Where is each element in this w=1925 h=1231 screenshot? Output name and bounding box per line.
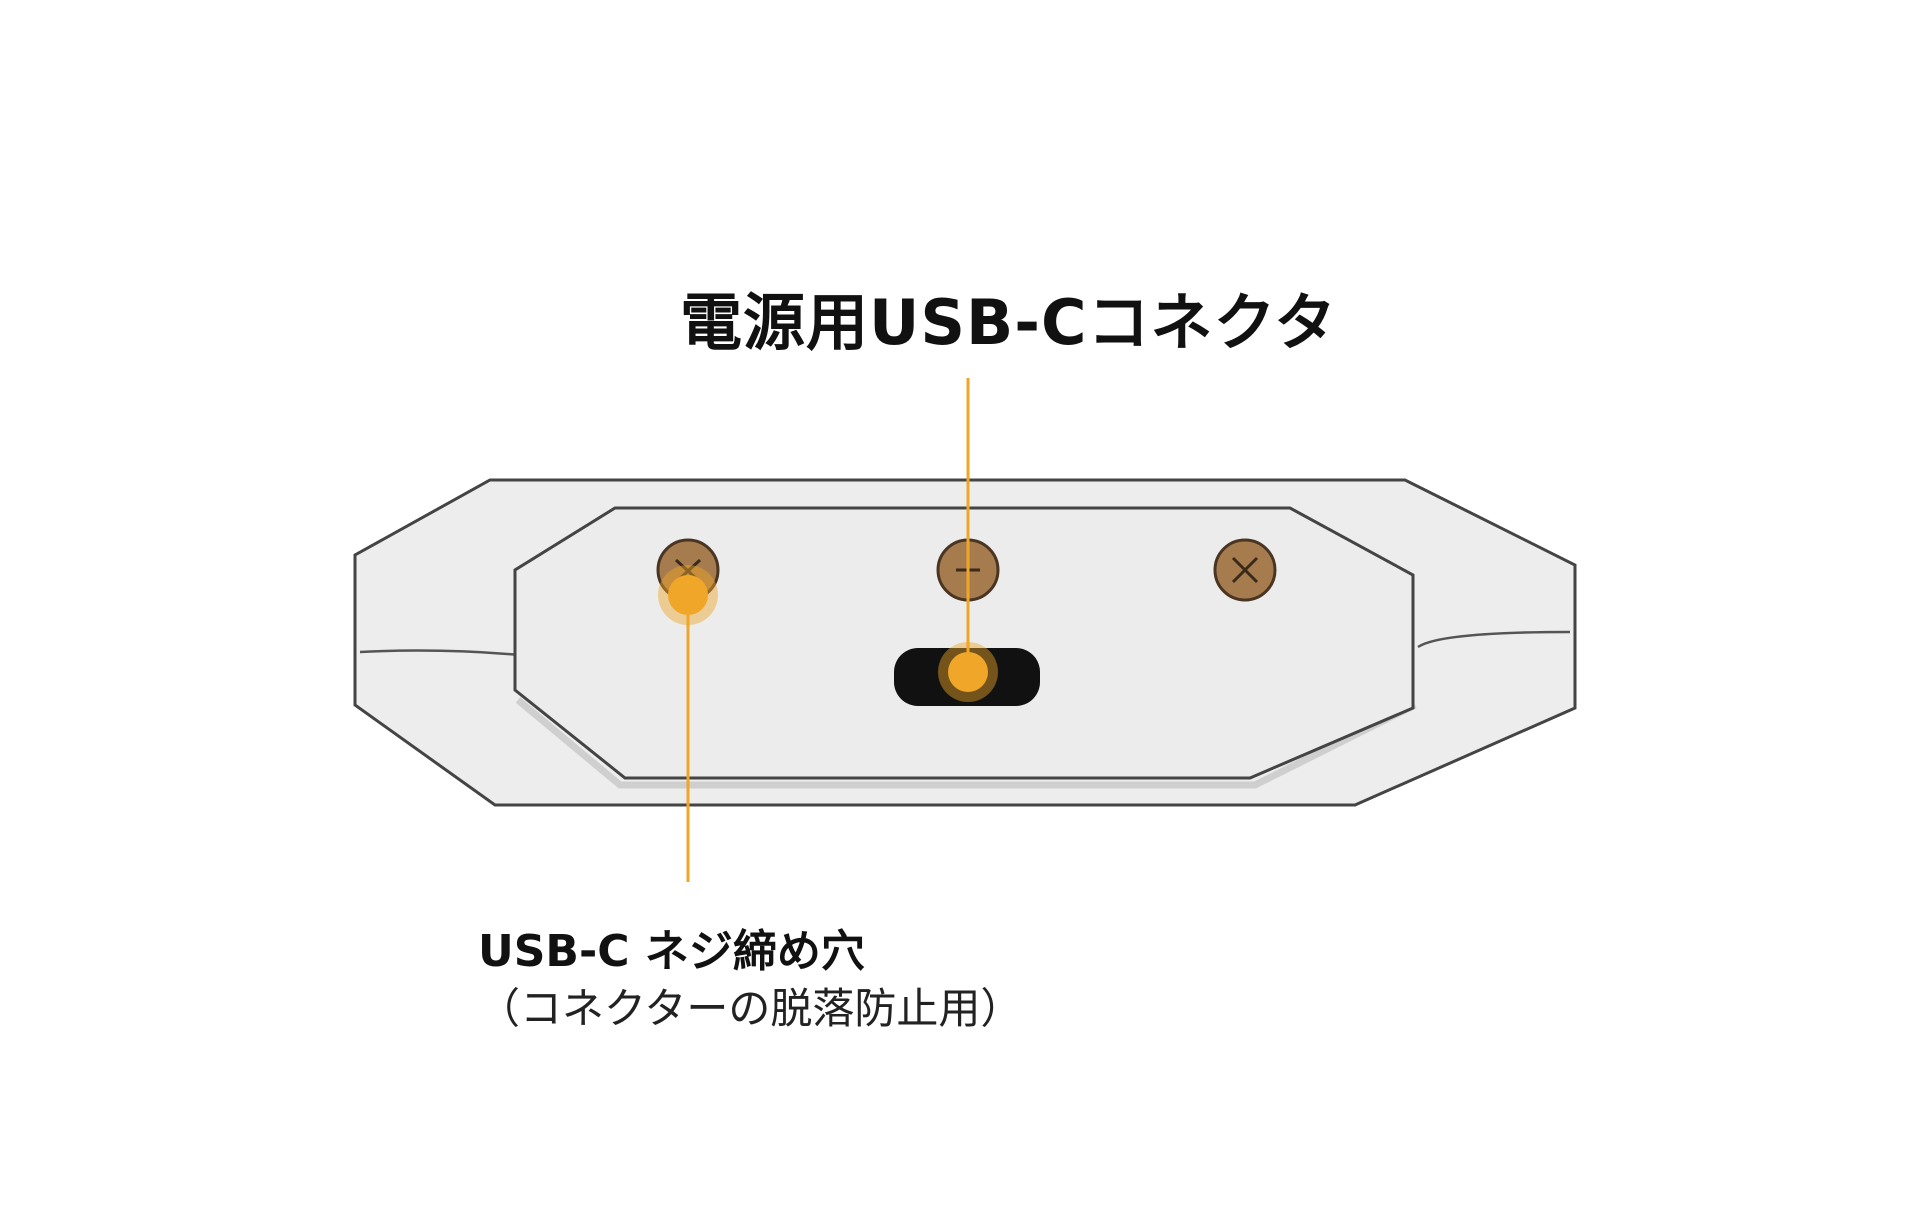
right-seam-line [1417, 630, 1571, 649]
inner-panel [513, 506, 1415, 780]
screw-right [1213, 538, 1277, 602]
power-connector-label: 電源用USB-Cコネクタ [680, 286, 1338, 359]
highlight-dot-port [948, 652, 988, 692]
screw-hole-label: USB-C ネジ締め穴 [478, 926, 865, 977]
inner-panel-shadow [515, 697, 1417, 789]
screw-hole-note: （コネクターの脱落防止用） [478, 984, 1023, 1033]
left-seam-line [359, 649, 521, 657]
highlight-dot-screw [668, 575, 708, 615]
